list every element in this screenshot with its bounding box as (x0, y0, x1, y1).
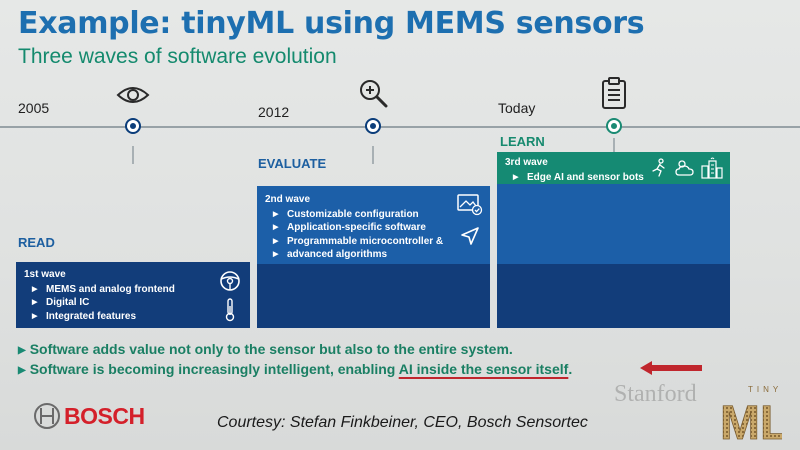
phase-label-read: READ (18, 235, 55, 250)
year-label-2012: 2012 (258, 104, 290, 120)
stanford-watermark: Stanford (614, 381, 697, 407)
timeline-stem-2012 (372, 146, 374, 164)
timeline-dot-today (606, 118, 622, 134)
list-item: MEMS and analog frontend (32, 283, 242, 297)
wave-3-column: 3rd wave Edge AI and sensor bots (497, 152, 730, 328)
bullet-triangle-icon: ▶ (18, 365, 26, 376)
wave-2-card: 2nd wave Customizable configuration Appl… (257, 186, 490, 264)
phase-label-learn: LEARN (500, 134, 545, 149)
city-icon (701, 157, 723, 179)
tinyml-logo-main: ML (720, 397, 782, 441)
weather-icon (675, 160, 694, 176)
list-item: Integrated features (32, 310, 242, 324)
thermometer-icon (225, 298, 235, 322)
tinyml-logo-top: TINY (748, 385, 782, 394)
wave-1-list: MEMS and analog frontend Digital IC Inte… (24, 283, 242, 324)
year-label-today: Today (498, 100, 536, 116)
wave-1-title: 1st wave (24, 269, 66, 280)
year-label-2005: 2005 (18, 100, 50, 116)
statement-line-2-suffix: . (568, 361, 573, 377)
statement-line-1: ▶Software adds value not only to the sen… (18, 341, 513, 357)
bosch-logo-icon (34, 403, 60, 429)
statement-line-1-text: Software adds value not only to the sens… (29, 341, 513, 357)
timeline-dot-2012 (365, 118, 381, 134)
bosch-brand: BOSCH (64, 403, 145, 429)
list-item: Edge AI and sensor bots (513, 171, 722, 185)
statement-line-2: ▶Software is becoming increasingly intel… (18, 361, 572, 377)
list-item: Application-specific software (273, 221, 482, 235)
steering-wheel-icon (220, 271, 240, 291)
wave-2-list: Customizable configuration Application-s… (265, 208, 482, 262)
running-person-icon (652, 158, 665, 177)
timeline-line (0, 126, 800, 128)
tinyml-logo: TINY ML (720, 385, 782, 441)
wave-3-card: 3rd wave Edge AI and sensor bots (497, 152, 730, 184)
timeline-stem-2005 (132, 146, 134, 164)
red-arrow-icon (640, 361, 702, 375)
magnifier-plus-icon (360, 80, 388, 108)
wave-3-mid-band (497, 184, 730, 264)
wave-2-title: 2nd wave (265, 194, 311, 205)
statement-line-2-highlight: AI inside the sensor itself (398, 361, 569, 377)
courtesy-text: Courtesy: Stefan Finkbeiner, CEO, Bosch … (217, 414, 588, 431)
slide-title: Example: tinyML using MEMS sensors (18, 6, 645, 41)
phase-label-evaluate: EVALUATE (258, 156, 327, 171)
wave-2-column: 2nd wave Customizable configuration Appl… (257, 186, 490, 328)
timeline-stem-today (613, 138, 615, 152)
timeline-dot-2005 (125, 118, 141, 134)
clipboard-icon (602, 77, 626, 109)
list-item: advanced algorithms (273, 248, 482, 262)
wave-3-title: 3rd wave (505, 157, 548, 168)
wave-3-list: Edge AI and sensor bots (505, 171, 722, 185)
list-item: Digital IC (32, 296, 242, 310)
wave-1-card: 1st wave MEMS and analog frontend Digita… (16, 262, 250, 328)
list-item: Programmable microcontroller & (273, 235, 482, 249)
image-check-icon (457, 194, 483, 216)
bullet-triangle-icon: ▶ (18, 345, 26, 356)
list-item: Customizable configuration (273, 208, 482, 222)
eye-icon (116, 87, 150, 103)
statement-line-2-prefix: Software is becoming increasingly intell… (29, 361, 399, 377)
navigation-arrow-icon (461, 227, 479, 245)
slide-subtitle: Three waves of software evolution (18, 45, 337, 68)
